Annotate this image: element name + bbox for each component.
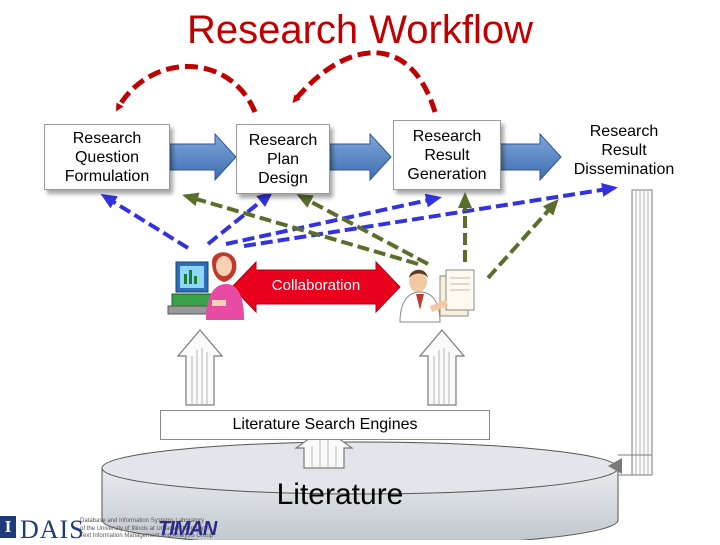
person-computer-icon [167, 252, 244, 320]
blue-dashed-arrow-4 [243, 182, 618, 248]
diagram-title: Research Workflow [186, 8, 534, 52]
collaboration-label: Collaboration [271, 277, 361, 294]
collaboration-arrow [231, 260, 401, 314]
step-label: Research Question Formulation [64, 129, 150, 185]
lab-name-line1: Database and Information Systems Laborat… [80, 518, 205, 524]
step-label: Research Result Generation [407, 127, 487, 183]
university-logo: I [0, 516, 16, 538]
literature-search-engines-label: Literature Search Engines [232, 416, 418, 433]
step-research-question-formulation: Research Question Formulation [44, 124, 170, 190]
red-curve-arrow-right [292, 50, 438, 113]
blue-dashed-arrow-1 [100, 193, 190, 250]
step-research-result-dissemination: Research Result Dissemination [573, 123, 675, 178]
literature-cylinder [101, 441, 619, 540]
blue-dashed-arrow-2 [206, 191, 274, 246]
up-arrow-left [176, 329, 224, 406]
person-papers-icon [399, 269, 475, 323]
green-dashed-arrow-1 [182, 192, 419, 266]
literature-label: Literature [276, 478, 404, 511]
flow-arrows [169, 132, 562, 182]
timan-logo: TIMAN [158, 518, 217, 540]
up-arrow-right [418, 329, 466, 406]
green-dashed-arrow-4 [486, 199, 559, 280]
blue-dashed-arrow-3 [225, 193, 442, 246]
lab-name-line2: of the University of Illinois at Urbana-… [80, 526, 209, 532]
step-research-plan-design: Research Plan Design [236, 124, 330, 194]
green-dashed-arrow-2 [296, 194, 429, 266]
step-research-result-generation: Research Result Generation [393, 120, 501, 190]
step-label: Research Plan Design [248, 131, 318, 187]
literature-search-engines-box: Literature Search Engines [160, 410, 490, 440]
dais-logo: DAIS [20, 515, 85, 544]
dissemination-connector [608, 189, 653, 476]
lab-name-line3: Text Information Management and Analysis… [80, 533, 214, 539]
red-curve-arrow-left [115, 64, 258, 113]
